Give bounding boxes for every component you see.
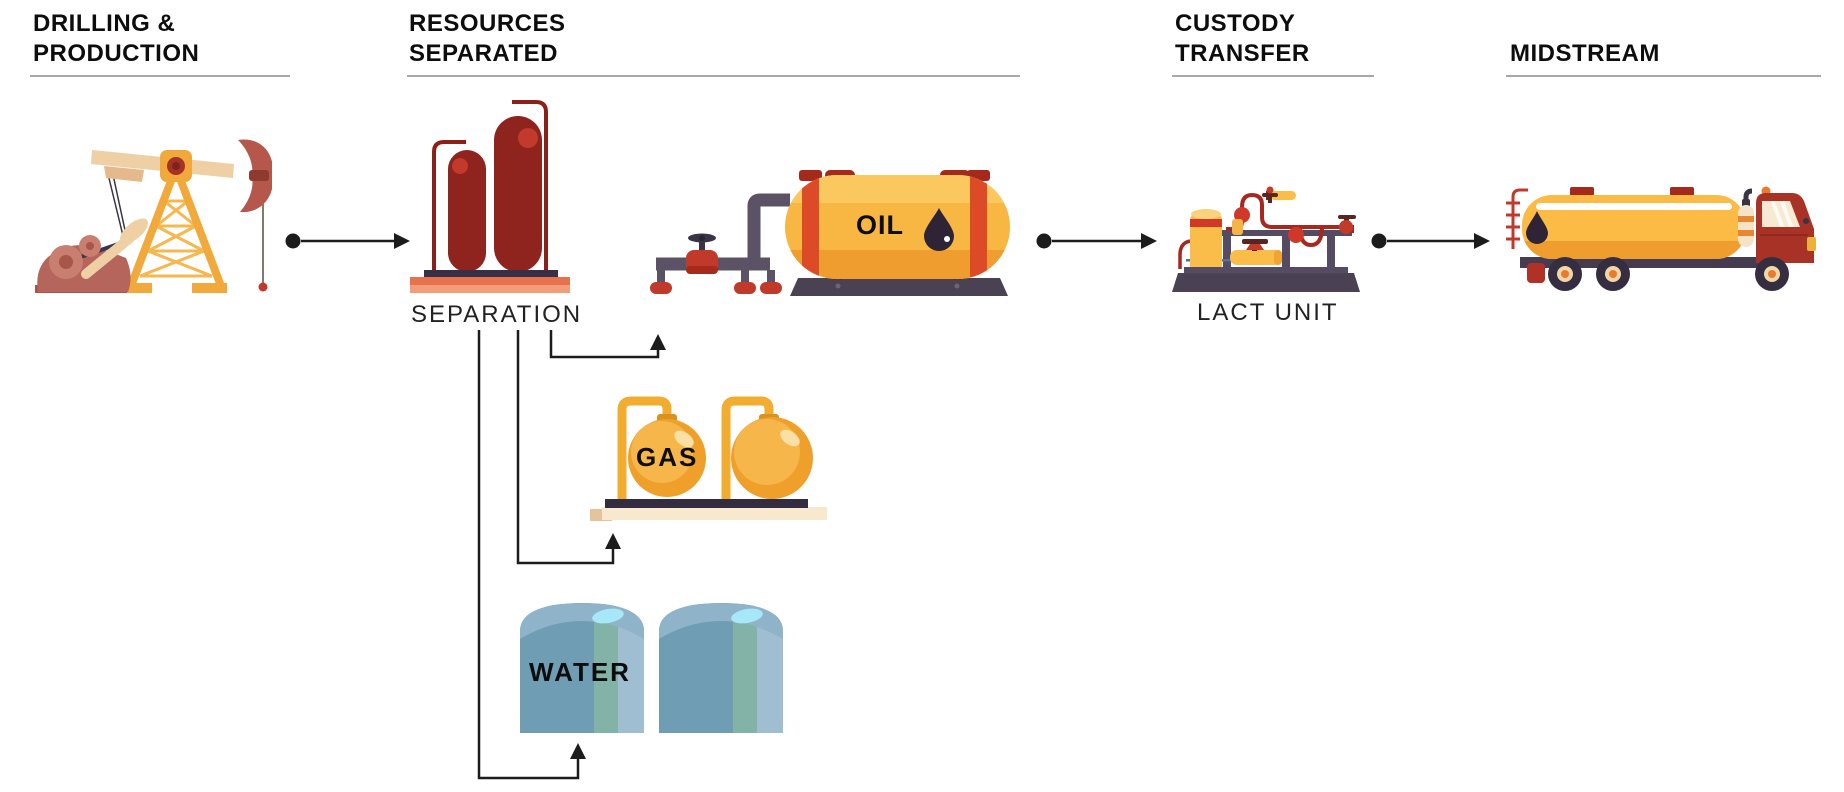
stage-header-drilling: DRILLING & PRODUCTION — [33, 9, 199, 69]
oil-label: OIL — [856, 210, 904, 240]
stage-underline-custody — [1172, 75, 1374, 77]
separation-label: SEPARATION — [411, 301, 583, 328]
stage-header-drilling-line1: DRILLING & — [33, 10, 176, 37]
stage-underline-resources — [407, 75, 1020, 77]
oil-tank-icon — [650, 170, 1010, 296]
stage-header-custody-line2: TRANSFER — [1175, 40, 1310, 67]
stage-header-custody: CUSTODY TRANSFER — [1175, 9, 1310, 69]
arrow-oiltank-to-lact — [1036, 233, 1157, 249]
lact-unit-label: LACT UNIT — [1197, 299, 1339, 326]
stage-header-resources-line2: SEPARATED — [409, 40, 558, 67]
stage-header-midstream: MIDSTREAM — [1510, 39, 1660, 69]
stage-underline-drilling — [30, 75, 290, 77]
arrow-lact-to-truck — [1371, 233, 1490, 249]
arrow-pumpjack-to-separator — [285, 233, 410, 249]
tanker-truck-icon — [1506, 186, 1816, 291]
pumpjack-icon — [35, 139, 272, 293]
separator-towers-icon — [410, 100, 570, 293]
stage-underline-midstream — [1506, 75, 1821, 77]
gas-spheres-icon — [590, 396, 827, 521]
lact-unit-icon — [1172, 186, 1360, 292]
water-label: WATER — [529, 657, 631, 687]
stage-header-drilling-line2: PRODUCTION — [33, 40, 200, 67]
stage-header-midstream-line1: MIDSTREAM — [1510, 40, 1660, 67]
stage-header-resources: RESOURCES SEPARATED — [409, 9, 566, 69]
gas-label: GAS — [636, 442, 699, 472]
stage-header-resources-line1: RESOURCES — [409, 10, 566, 37]
arrow-separation-to-oil — [549, 330, 666, 359]
stage-header-custody-line1: CUSTODY — [1175, 10, 1296, 37]
